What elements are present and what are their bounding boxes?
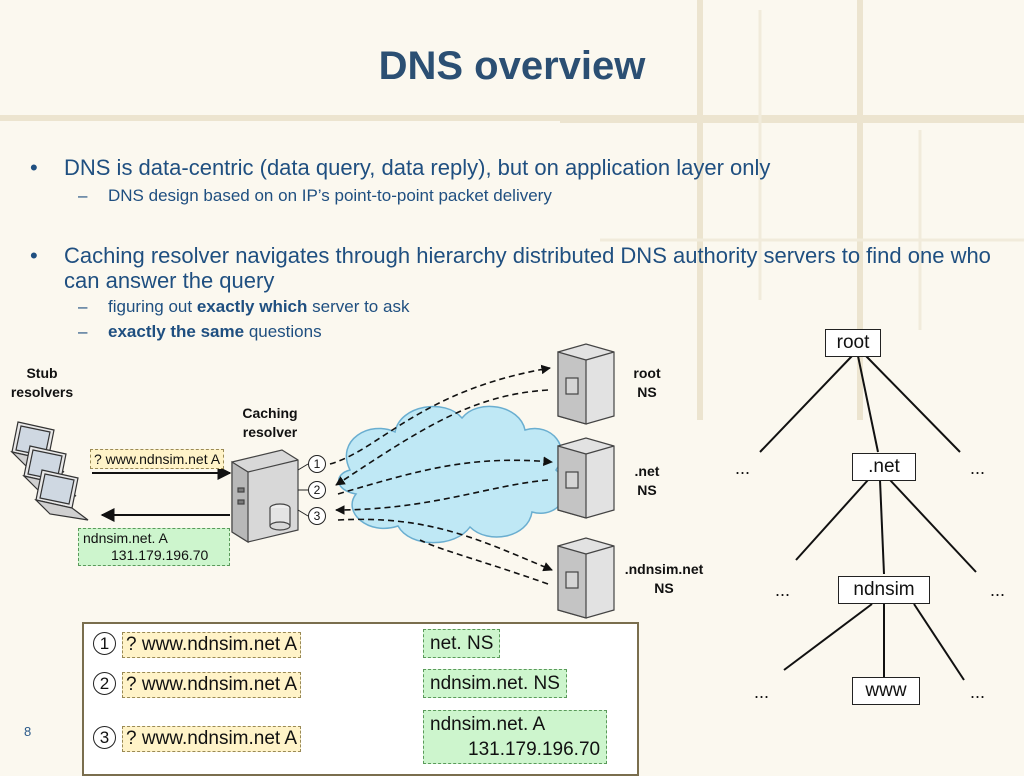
net-ns-label: .net NS — [612, 462, 682, 500]
answer-note: ndnsim.net. A 131.179.196.70 — [78, 528, 230, 566]
sub-bullet-glyph: – — [78, 297, 88, 316]
caching-resolver-server — [231, 449, 299, 544]
legend-answer-1: net. NS — [423, 629, 501, 658]
root-ns-label-text: root NS — [633, 365, 661, 400]
step-1-marker: 1 — [308, 455, 326, 473]
sub-bullet-part: figuring out — [108, 297, 197, 316]
root-ns-label: root NS — [612, 364, 682, 402]
answer-note-line1: ndnsim.net. A — [83, 530, 168, 546]
root-ns-server — [557, 343, 615, 425]
sub-bullet-part: server to ask — [307, 297, 410, 316]
tree-ellipsis: ... — [775, 580, 791, 600]
query-legend-box: 1 ? www.ndnsim.net A net. NS 2 ? www.ndn… — [82, 622, 639, 776]
tree-ellipsis: ... — [990, 580, 1006, 600]
query-note: ? www.ndnsim.net A — [90, 449, 225, 469]
tree-ellipsis: ... — [970, 682, 986, 702]
bullet-2-text: Caching resolver navigates through hiera… — [64, 243, 991, 293]
dns-tree-edges — [759, 355, 977, 681]
legend-answer-3-line2: 131.179.196.70 — [468, 739, 601, 760]
sub-bullet-text: figuring out exactly which server to ask — [108, 297, 409, 317]
ndnsim-ns-label-text: .ndnsim.net NS — [624, 561, 704, 596]
bullet-glyph: • — [30, 155, 38, 180]
bullet-glyph: • — [30, 243, 38, 268]
net-ns-server — [557, 437, 615, 519]
resolution-paths — [329, 364, 553, 585]
legend-answer-2: ndnsim.net. NS — [423, 669, 567, 698]
ndnsim-ns-label: .ndnsim.net NS — [612, 560, 716, 598]
stub-label-text: Stub resolvers — [10, 365, 74, 400]
legend-answer-3-line1: ndnsim.net. A — [430, 714, 546, 735]
legend-step-1: 1 — [93, 632, 116, 655]
caching-label-text: Caching resolver — [242, 405, 298, 440]
caching-resolver-label: Caching resolver — [228, 404, 312, 442]
sub-bullet-part-bold: exactly which — [196, 297, 308, 316]
tree-node-root: root — [825, 329, 881, 357]
sub-bullet-text: DNS design based on on IP’s point-to-poi… — [108, 186, 552, 206]
ndnsim-ns-server — [557, 537, 615, 619]
step-connectors — [297, 463, 309, 517]
tree-ellipsis: ... — [970, 458, 986, 478]
stub-resolvers-label: Stub resolvers — [4, 364, 80, 402]
legend-step-2: 2 — [93, 672, 116, 695]
legend-query-3: ? www.ndnsim.net A — [122, 726, 302, 752]
legend-query-2: ? www.ndnsim.net A — [122, 672, 302, 698]
internet-cloud — [338, 405, 567, 544]
step-3-marker: 3 — [308, 507, 326, 525]
answer-note-line2: 131.179.196.70 — [111, 547, 209, 563]
tree-ellipsis: ... — [735, 458, 751, 478]
tree-ellipsis: ... — [754, 682, 770, 702]
stub-resolver-laptops — [10, 421, 89, 521]
page-number: 8 — [24, 724, 32, 739]
legend-step-3: 3 — [93, 726, 116, 749]
net-ns-label-text: .net NS — [634, 463, 660, 498]
sub-bullet-part: questions — [244, 322, 322, 341]
legend-query-1: ? www.ndnsim.net A — [122, 632, 302, 658]
bullet-1-text: DNS is data-centric (data query, data re… — [64, 155, 771, 180]
sub-bullet-glyph: – — [78, 322, 88, 341]
step-2-marker: 2 — [308, 481, 326, 499]
sub-bullet-part-bold: exactly the same — [108, 322, 245, 341]
tree-node-ndnsim: ndnsim — [838, 576, 930, 604]
sub-bullet-part: DNS design based on on IP’s point-to-poi… — [108, 186, 552, 205]
sub-bullet-glyph: – — [78, 186, 88, 205]
slide-title: DNS overview — [378, 44, 646, 88]
tree-node-www: www — [852, 677, 920, 705]
legend-answer-3: ndnsim.net. A 131.179.196.70 — [423, 710, 608, 764]
tree-node-net: .net — [852, 453, 916, 481]
sub-bullet-text: exactly the same questions — [108, 322, 322, 342]
